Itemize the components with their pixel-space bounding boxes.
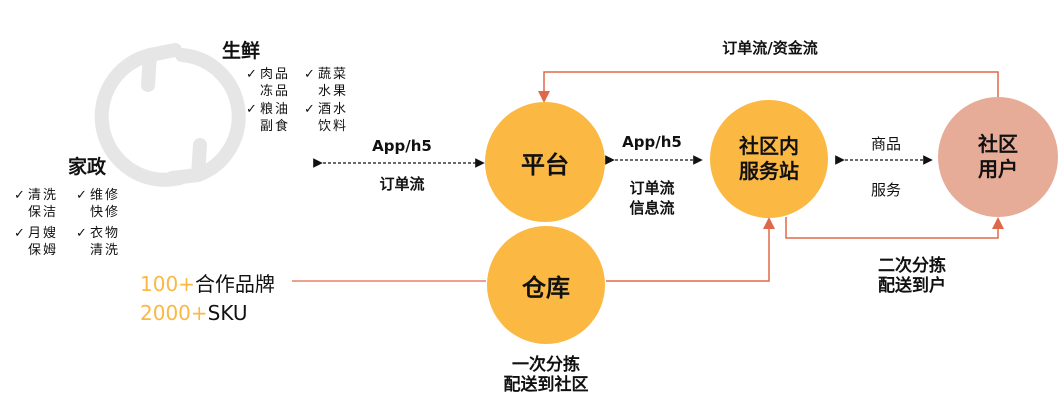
check-icon: ✓ [246,102,257,117]
check-icon: ✓ [14,226,25,241]
warehouse-to-station-line [606,217,775,282]
fresh-items: ✓ 肉品冻品 ✓ 蔬菜水果 ✓ 粮油副食 ✓ 酒水饮料 [246,66,366,135]
top-flow-label: 订单流/资金流 [722,39,818,57]
warehouse-node: 仓库 [487,226,605,344]
first-sort-label: 一次分拣配送到社区 [503,355,589,395]
sku-stat: 2000+SKU [140,301,248,325]
housekeeping-items: ✓ 清洗保洁 ✓ 维修快修 ✓ 月嫂保姆 ✓ 衣物清洗 [14,187,144,259]
check-icon: ✓ [76,226,87,241]
list-item: ✓ 酒水饮料 [304,102,349,134]
cycle-icon [94,43,246,187]
check-icon: ✓ [14,188,25,203]
community-user-node: 社区用户 [938,97,1058,217]
left-edge-top-label: App/h5 [372,137,432,155]
mid-edge-bottom-label: 订单流信息流 [629,179,675,217]
fresh-title: 生鲜 [222,40,261,62]
mid-edge-top-label: App/h5 [622,133,682,151]
housekeeping-title: 家政 [68,156,107,178]
check-icon: ✓ [246,67,257,82]
second-sort-label: 二次分拣配送到户 [878,256,946,296]
list-item: ✓ 肉品冻品 [246,67,291,99]
brands-stat: 100+合作品牌 [140,272,275,296]
list-item: ✓ 月嫂保姆 [14,226,59,258]
right-edge-bottom-label: 服务 [870,181,901,199]
station-to-user-line [785,217,1004,239]
list-item: ✓ 维修快修 [76,188,121,220]
platform-node: 平台 [485,102,605,222]
list-item: ✓ 衣物清洗 [76,226,121,258]
check-icon: ✓ [76,188,87,203]
check-icon: ✓ [304,67,315,82]
check-icon: ✓ [304,102,315,117]
left-edge-bottom-label: 订单流 [379,175,425,193]
top-flow-line [538,71,999,103]
list-item: ✓ 清洗保洁 [14,188,59,220]
service-station-node: 社区内服务站 [710,100,828,218]
list-item: ✓ 粮油副食 [246,102,291,134]
list-item: ✓ 蔬菜水果 [304,67,349,99]
right-edge-top-label: 商品 [870,135,901,153]
